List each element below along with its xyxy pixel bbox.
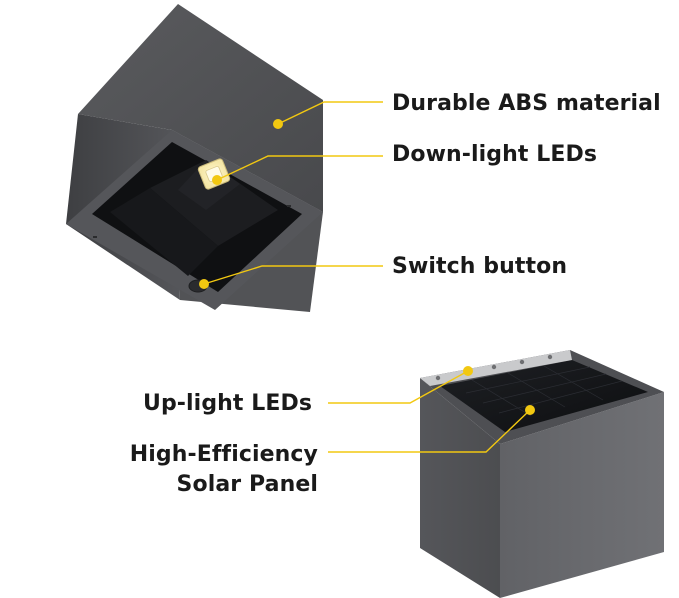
callout-down-light-leds: Down-light LEDs: [392, 142, 598, 167]
leader-down-light: [216, 155, 383, 181]
callout-dots: [199, 119, 535, 415]
callout-solar-panel: High-Efficiency Solar Panel: [130, 440, 318, 500]
upper-body-top: [78, 4, 323, 212]
callout-up-light-leds: Up-light LEDs: [143, 391, 313, 416]
callout-switch-button: Switch button: [392, 254, 568, 279]
upper-light-unit: [66, 4, 323, 312]
leader-up-light: [328, 370, 469, 404]
leader-solar-panel: [328, 409, 531, 453]
callout-durable-abs: Durable ABS material: [392, 91, 661, 116]
callout-lines: [203, 101, 531, 453]
leader-switch: [203, 265, 383, 285]
callout-solar-line1: High-Efficiency: [129, 442, 318, 467]
leader-durable-abs: [277, 101, 383, 125]
lower-body-front: [420, 378, 500, 598]
lower-body-right: [500, 392, 664, 598]
lower-light-unit: [420, 350, 664, 598]
callout-solar-line2: Solar Panel: [176, 472, 318, 497]
solar-panel-shape: [440, 360, 648, 432]
